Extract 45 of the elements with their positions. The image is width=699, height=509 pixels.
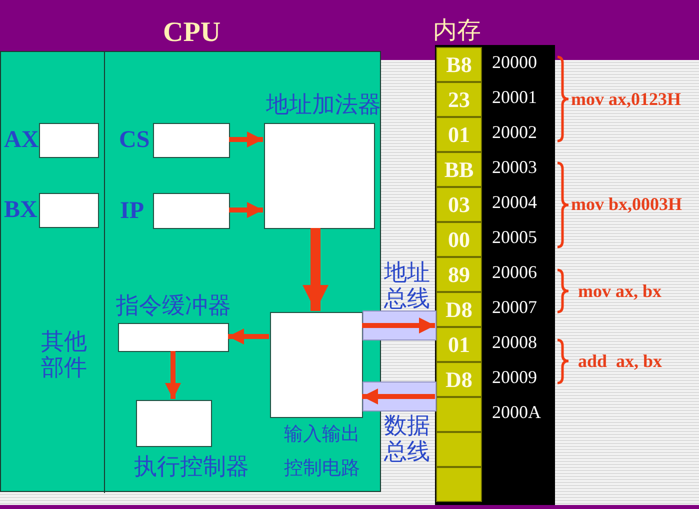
memory-address: 2000A xyxy=(492,401,541,423)
memory-byte: D8 xyxy=(446,366,472,392)
register-label: BX xyxy=(4,196,38,224)
arrow xyxy=(362,388,435,404)
arrow xyxy=(362,318,435,334)
register-label: AX xyxy=(4,126,39,154)
memory-address: 20002 xyxy=(492,121,537,143)
register-label: CS xyxy=(119,126,150,154)
component-label: 执行控制器 xyxy=(134,454,249,480)
memory-address: 20007 xyxy=(492,296,537,318)
memory-address: 20009 xyxy=(492,366,537,388)
memory-byte: 89 xyxy=(448,262,470,288)
memory-address: 20003 xyxy=(492,156,537,178)
memory-address: 20004 xyxy=(492,191,537,213)
memory-byte: 00 xyxy=(448,226,470,252)
memory-title: 内存 xyxy=(433,16,481,44)
cpu-title: CPU xyxy=(163,17,221,49)
memory-byte: 01 xyxy=(448,332,470,358)
arrow xyxy=(229,202,263,218)
memory-address: 20001 xyxy=(492,86,537,108)
section-label: 其他部件 xyxy=(41,329,88,381)
instruction-label: add ax, bx xyxy=(578,350,662,372)
instruction-label: mov ax,0123H xyxy=(571,88,681,110)
arrow xyxy=(228,328,269,344)
arrow xyxy=(165,351,181,399)
memory-address: 20000 xyxy=(492,51,537,73)
memory-byte: BB xyxy=(444,156,474,182)
memory-byte: B8 xyxy=(446,52,472,78)
component-label: 输入输出控制电路 xyxy=(284,422,361,481)
memory-address: 20005 xyxy=(492,226,537,248)
memory-address: 20008 xyxy=(492,331,537,353)
arrow xyxy=(302,228,328,311)
edge-label: 数据总线 xyxy=(384,413,431,465)
arrow xyxy=(229,132,263,148)
memory-byte: 03 xyxy=(448,192,470,218)
instruction-label: mov ax, bx xyxy=(578,280,662,302)
memory-byte: 01 xyxy=(448,122,470,148)
memory-byte: D8 xyxy=(446,296,472,322)
memory-byte: 23 xyxy=(448,86,470,112)
instruction-label: mov bx,0003H xyxy=(571,193,682,215)
component-label: 地址加法器 xyxy=(266,92,381,118)
memory-address: 20006 xyxy=(492,261,537,283)
edge-label: 地址总线 xyxy=(384,260,431,312)
register-label: IP xyxy=(120,197,144,225)
component-label: 指令缓冲器 xyxy=(116,293,231,319)
